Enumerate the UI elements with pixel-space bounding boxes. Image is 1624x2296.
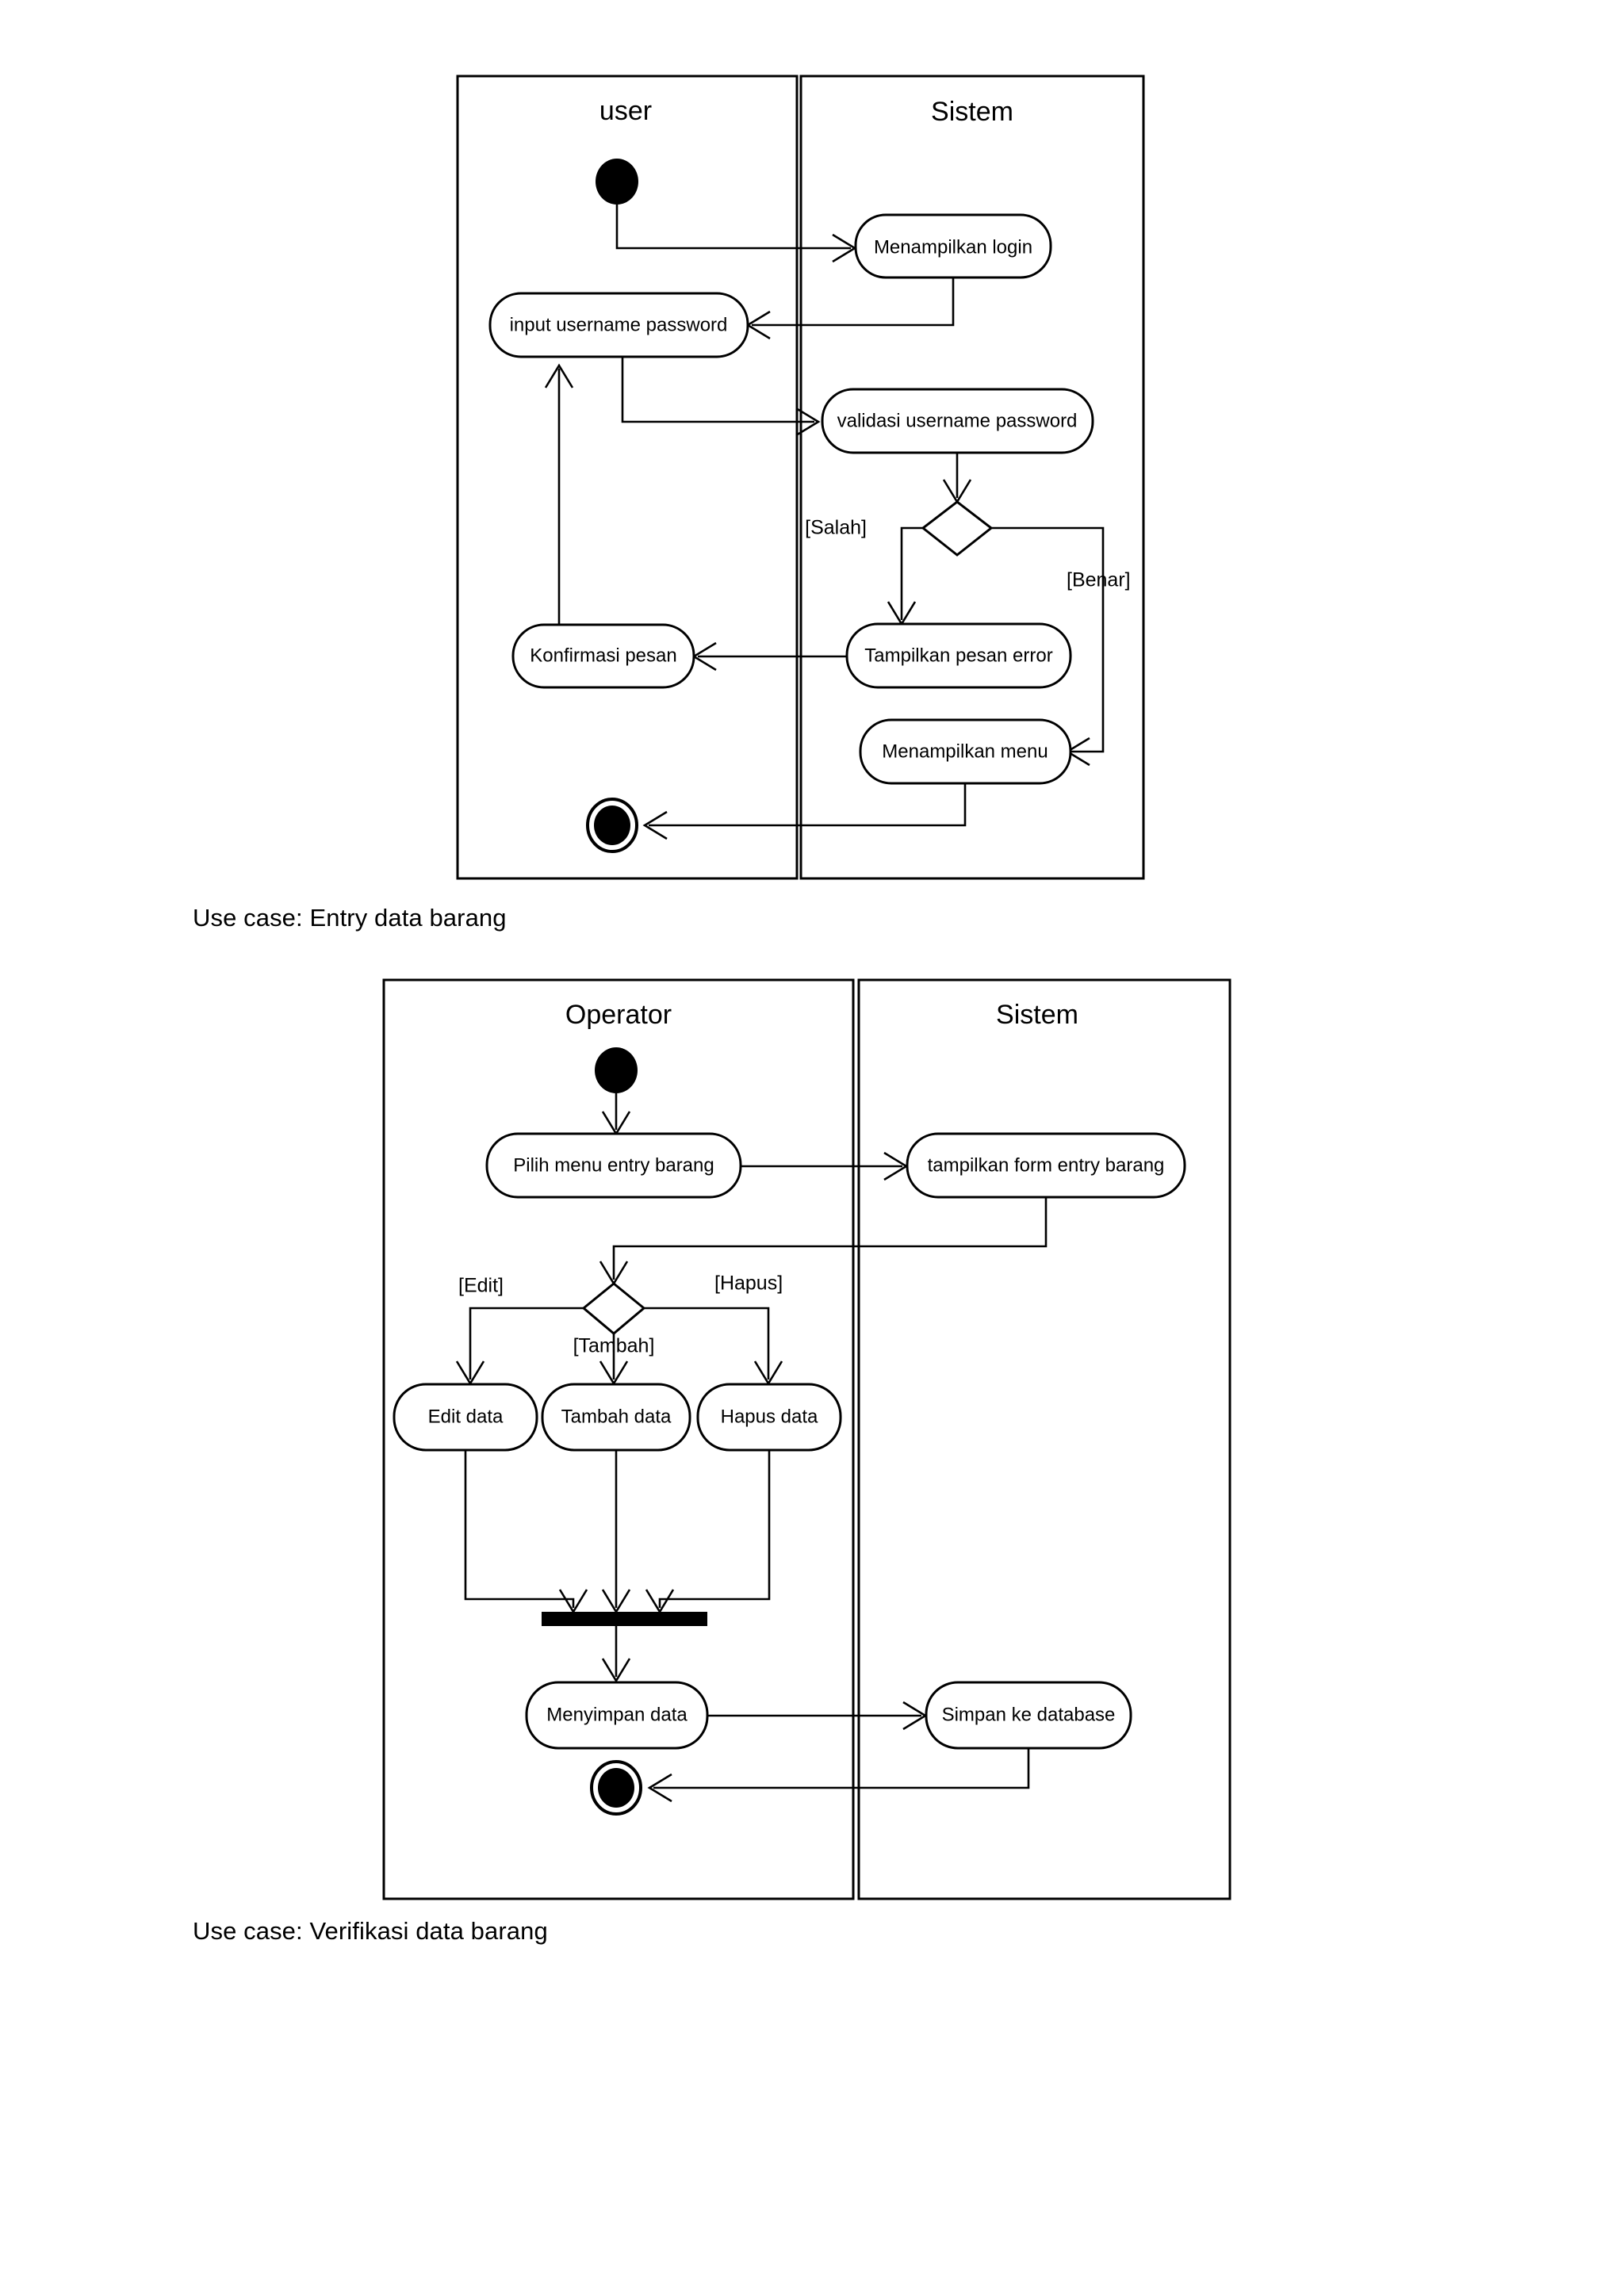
arrowhead-final-node-in [647, 1773, 672, 1803]
action-label-tampilkan-form-entry-barang: tampilkan form entry barang [928, 1154, 1165, 1176]
swimlane-title-sistem: Sistem [996, 1000, 1078, 1030]
initial-node [596, 159, 638, 205]
guard-label-hapus: [Hapus] [714, 1272, 783, 1295]
action-label-edit-data: Edit data [428, 1406, 504, 1427]
action-label-hapus-data: Hapus data [721, 1406, 818, 1427]
edge-decision-to-menampilkan-menu [991, 526, 1105, 753]
activity-diagram-entry-data-barang: Operator Sistem Pilih menu entry barang … [0, 936, 1624, 1919]
edge-edit-data-to-join [464, 1450, 575, 1608]
swimlane-user [456, 75, 799, 880]
swimlane-title-operator: Operator [565, 1000, 672, 1030]
action-label-validasi-username-password: validasi username password [837, 410, 1078, 431]
guard-label-benar: [Benar] [1067, 569, 1131, 591]
action-label-simpan-ke-database: Simpan ke database [942, 1704, 1116, 1725]
caption-verifikasi-data-barang: Use case: Verifikasi data barang [193, 1917, 548, 1945]
final-node-core [598, 1768, 634, 1808]
edge-tampilkan-form-to-decision [612, 1197, 1048, 1280]
action-label-menyimpan-data: Menyimpan data [546, 1704, 688, 1725]
edge-konfirmasi-to-input [557, 368, 561, 625]
edge-start-to-menampilkan-login [615, 205, 851, 250]
arrowhead-final-node-in [642, 810, 668, 840]
action-input-username-password [488, 292, 749, 358]
guard-label-edit: [Edit] [458, 1275, 504, 1297]
action-konfirmasi-pesan [511, 623, 695, 689]
action-label-tambah-data: Tambah data [561, 1406, 672, 1427]
edge-decision-salah-connector [900, 526, 923, 547]
guard-label-salah: [Salah] [805, 517, 867, 539]
decision-node-validasi [921, 500, 994, 557]
final-node-ring [590, 1760, 642, 1816]
swimlane-title-sistem: Sistem [931, 97, 1013, 127]
action-label-menampilkan-login: Menampilkan login [874, 236, 1032, 258]
action-label-menampilkan-menu: Menampilkan menu [882, 740, 1048, 762]
edge-simpan-db-to-end [653, 1748, 1030, 1789]
swimlane-title-user: user [599, 96, 652, 126]
caption-entry-data-barang: Use case: Entry data barang [193, 904, 507, 932]
edge-menampilkan-login-to-input [752, 277, 955, 327]
edge-decision-to-edit-data [469, 1307, 584, 1380]
arrowhead-menyimpan-data-in [601, 1658, 631, 1683]
final-node-core [594, 806, 630, 845]
action-label-pilih-menu-entry-barang: Pilih menu entry barang [513, 1154, 714, 1176]
action-label-tampilkan-pesan-error: Tampilkan pesan error [864, 645, 1052, 666]
arrowhead-input-loop-in [544, 363, 574, 388]
swimlane-sistem [857, 978, 1231, 1900]
arrowhead-validasi-in [795, 407, 821, 437]
activity-diagram-login: user Sistem Menampilkan login input user… [0, 0, 1624, 904]
edge-input-to-validasi [621, 357, 814, 423]
edge-decision-to-hapus-data [644, 1307, 770, 1380]
action-label-input-username-password: input username password [510, 314, 728, 335]
edge-hapus-data-to-join [658, 1450, 771, 1608]
final-node-ring [586, 798, 638, 853]
initial-node [595, 1047, 638, 1093]
action-label-konfirmasi-pesan: Konfirmasi pesan [530, 645, 676, 666]
edge-menampilkan-menu-to-end [649, 783, 967, 827]
join-bar [542, 1612, 707, 1626]
